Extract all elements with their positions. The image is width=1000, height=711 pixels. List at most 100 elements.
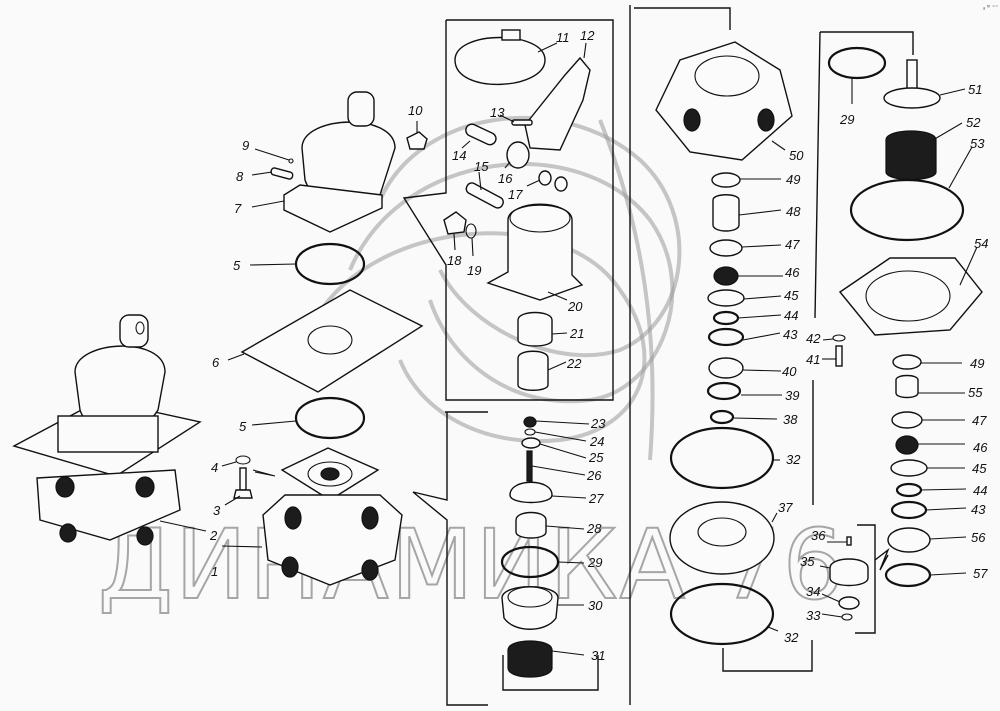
callout-24: 24 xyxy=(589,434,604,449)
watermark-arc-2 xyxy=(348,162,675,404)
gasket-5-lower xyxy=(294,396,366,440)
washer-24 xyxy=(524,428,536,436)
lever-bracket xyxy=(57,415,159,453)
leader-25 xyxy=(539,443,587,459)
leader-18 xyxy=(453,233,456,251)
cap-11 xyxy=(454,36,546,86)
leader-34 xyxy=(821,593,841,603)
plate-6-hole xyxy=(307,325,353,355)
valve1-port-b xyxy=(361,506,379,530)
washer-25 xyxy=(521,437,541,449)
plate-8 xyxy=(270,167,294,180)
callout-52: 52 xyxy=(966,115,981,130)
valve1-port-d xyxy=(361,559,379,581)
callout-41: 41 xyxy=(806,352,820,367)
bolt-3-shank xyxy=(239,467,247,491)
callout-12: 12 xyxy=(580,28,595,43)
piston-51 xyxy=(883,87,941,109)
callout-19: 19 xyxy=(467,263,481,278)
leader-lines xyxy=(159,42,978,656)
housing-50-port-r xyxy=(757,108,775,132)
spring-46 xyxy=(713,266,739,286)
valve-top-center xyxy=(320,467,340,481)
callout-31: 31 xyxy=(591,648,605,663)
leader-26 xyxy=(531,465,586,476)
bushing-17b xyxy=(554,176,568,192)
ring-47 xyxy=(709,239,743,257)
disc-34 xyxy=(838,596,860,610)
assembled-valve-2 xyxy=(12,314,202,546)
callout-labels: 1 2 3 4 5 5 6 7 8 9 10 11 12 13 14 15 16… xyxy=(209,28,988,663)
leader-9 xyxy=(254,148,290,161)
spring-52 xyxy=(885,130,937,181)
frame-lower-kit-side xyxy=(412,412,488,706)
leader-3 xyxy=(224,495,241,506)
seal-49 xyxy=(711,172,741,188)
bushing-17a xyxy=(538,170,552,186)
housing-20 xyxy=(486,204,584,301)
leader-14 xyxy=(461,140,471,149)
housing-54 xyxy=(838,257,983,336)
leader-5a xyxy=(249,263,297,266)
ring-47-right xyxy=(891,411,923,429)
upper-cover-group xyxy=(240,91,428,440)
housing-54-bore xyxy=(865,270,951,322)
ring-38 xyxy=(709,409,735,425)
eyelet-hole xyxy=(135,321,145,335)
callout-32-upper: 32 xyxy=(786,452,801,467)
valve-body-1 xyxy=(252,447,403,586)
callout-16: 16 xyxy=(498,171,513,186)
callout-43-left: 43 xyxy=(783,327,798,342)
callout-56: 56 xyxy=(971,530,986,545)
callout-46-right: 46 xyxy=(973,440,988,455)
plug-18 xyxy=(443,211,467,235)
spring-31 xyxy=(507,640,553,678)
ring-32-lower xyxy=(669,582,775,646)
frame-housing-50 xyxy=(634,7,731,30)
leader-57 xyxy=(929,572,967,576)
callout-54: 54 xyxy=(974,236,988,251)
plug-10 xyxy=(406,131,428,150)
frame-33-36 xyxy=(855,524,876,634)
callout-45-right: 45 xyxy=(972,461,987,476)
bolt-41 xyxy=(835,345,843,367)
callout-44-right: 44 xyxy=(973,483,987,498)
callout-48: 48 xyxy=(786,204,801,219)
watermark-arc-3 xyxy=(308,231,647,443)
callout-3: 3 xyxy=(213,503,221,518)
assembly-frames xyxy=(402,5,914,706)
callout-26: 26 xyxy=(586,468,602,483)
pin-13 xyxy=(511,119,533,126)
piston-30-rim xyxy=(507,586,553,608)
callout-37: 37 xyxy=(778,500,793,515)
leader-51 xyxy=(939,88,966,96)
callout-17: 17 xyxy=(508,187,523,202)
callout-43-right: 43 xyxy=(971,502,986,517)
callout-44-left: 44 xyxy=(784,308,798,323)
leader-29a xyxy=(557,561,585,564)
callout-27: 27 xyxy=(588,491,604,506)
callout-1: 1 xyxy=(211,564,218,579)
leader-17 xyxy=(526,179,541,187)
callout-23: 23 xyxy=(590,416,606,431)
callout-49-left: 49 xyxy=(786,172,800,187)
bushing-21 xyxy=(517,311,553,347)
leader-4 xyxy=(221,461,237,467)
leader-44b xyxy=(920,488,967,491)
port-left xyxy=(55,476,75,498)
snap-ring-57 xyxy=(884,562,932,588)
leader-15 xyxy=(478,171,482,191)
leader-43b xyxy=(925,507,967,511)
leader-33 xyxy=(821,613,843,618)
port-right xyxy=(135,476,155,498)
leader-42 xyxy=(822,338,834,341)
port-lower-right xyxy=(136,526,154,546)
leader-50 xyxy=(771,140,786,151)
callout-9: 9 xyxy=(242,138,249,153)
leader-44a xyxy=(737,314,782,319)
frame-bottom-32 xyxy=(502,655,599,691)
piston-27 xyxy=(509,481,553,504)
callout-13: 13 xyxy=(490,105,505,120)
leader-54 xyxy=(959,246,978,286)
washer-45 xyxy=(707,289,745,307)
